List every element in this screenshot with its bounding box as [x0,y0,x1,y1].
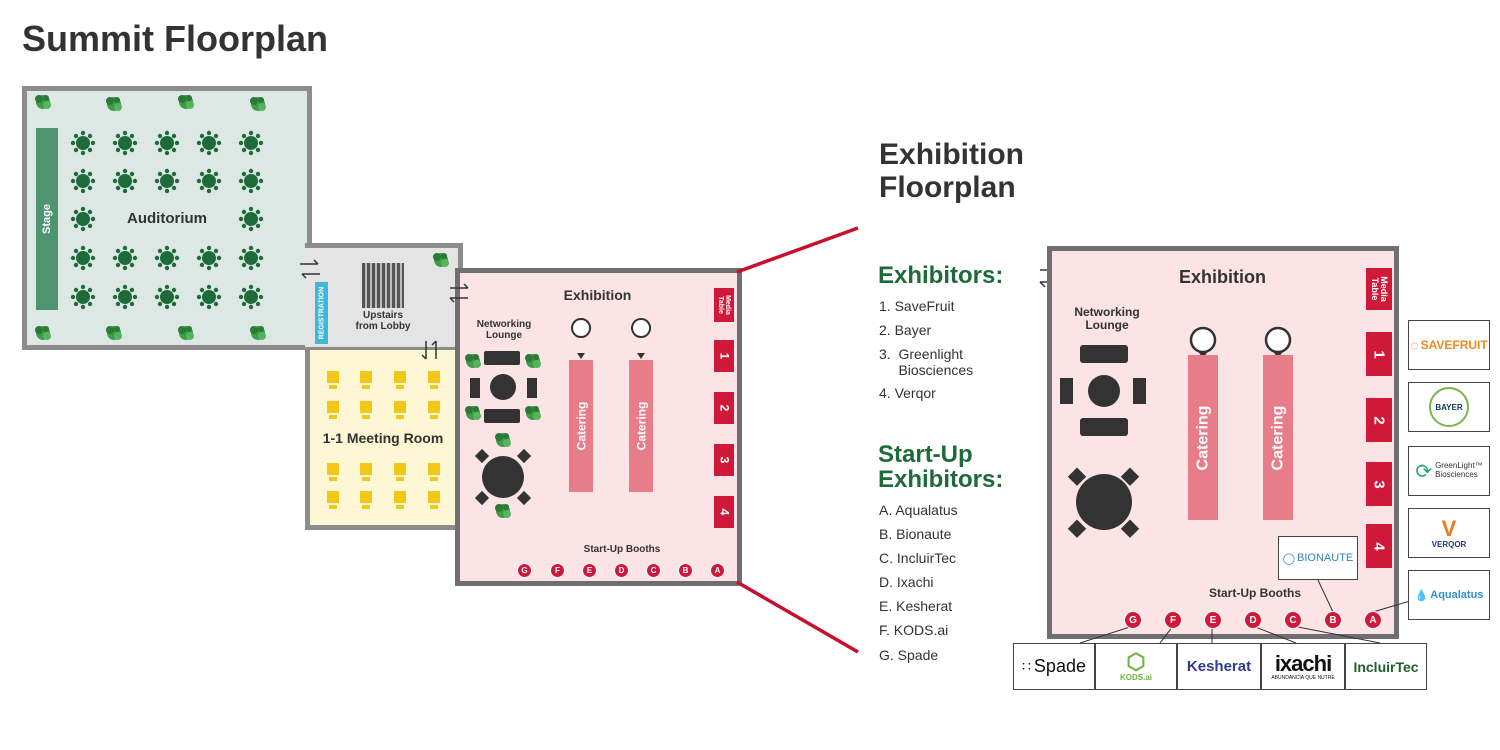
exhibitors-heading: Exhibitors: [878,262,1004,289]
media-table-label: Media Table [1369,276,1389,302]
spade-dots-icon: ∷ [1022,658,1031,674]
verqor-logo-text: VERQOR [1431,539,1467,549]
kods-logo-text: KODS.ai [1119,673,1152,682]
startup-item: F. KODS.ai [879,622,949,638]
startup-booth-a-small: A [710,563,725,578]
bayer-logo-text: BAYER [1435,402,1463,412]
stage: Stage [36,128,58,310]
verqor-v-icon: V [1441,515,1457,541]
networking-label-small: Networking Lounge [476,319,532,341]
startup-booth-a: A [1364,611,1382,629]
greenlight-logo-text: GreenLight™ Biosciences [1435,461,1483,479]
booth-1-detail: 1 [1366,332,1392,376]
meeting-room-label: 1-1 Meeting Room [322,430,444,446]
catering-pins-small [571,318,652,359]
startup-booth-g-small: G [517,563,532,578]
logo-kesherat: Kesherat [1177,643,1261,690]
startup-booth-c: C [1284,611,1302,629]
bionaute-logo-text: BIONAUTE [1297,552,1354,564]
ixachi-logo-text: ixachi [1274,650,1332,676]
catering-small-1: Catering [569,360,593,492]
startup-item: B. Bionaute [879,526,952,542]
startup-label-detail: Start-Up Booths [1209,586,1301,600]
catering-detail-2: Catering [1263,355,1293,520]
exhibition-label-detail: Exhibition [1179,267,1266,287]
startup-item: G. Spade [879,647,939,663]
startup-booth-b: B [1324,611,1342,629]
logo-bionaute: ◯BIONAUTE [1278,536,1358,580]
startup-booth-b-small: B [678,563,693,578]
startup-booth-e: E [1204,611,1222,629]
aqualatus-logo-text: Aqualatus [1430,589,1484,601]
startup-booth-d-small: D [614,563,629,578]
startup-item: E. Kesherat [879,598,953,614]
detail-title: Exhibition Floorplan [879,138,1024,204]
startup-label-small: Start-Up Booths [583,544,661,555]
zoom-lines [736,226,859,654]
booth-2-detail: 2 [1366,398,1392,442]
catering-detail-1: Catering [1188,355,1218,520]
startup-booth-d: D [1244,611,1262,629]
booth-4-small: 4 [714,496,734,528]
exhibitor-item: 2. Bayer [879,322,932,338]
media-table-small: Media Table [714,288,734,322]
spade-logo-text: Spade [1033,656,1086,676]
booth-number: 4 [1370,541,1388,551]
exhibition-label-small: Exhibition [563,287,632,303]
logo-kods: ⬡KODS.ai [1095,643,1177,690]
catering-pins-detail [1189,326,1292,359]
lounge-furniture-small [470,351,537,506]
booth-3-detail: 3 [1366,462,1392,506]
aqualatus-drop-icon: 💧 [1414,589,1429,602]
stairs [362,263,404,308]
logo-incluirtec: IncluirTec [1345,643,1427,690]
startup-item: A. Aqualatus [879,502,958,518]
startup-booth-f-small: F [550,563,565,578]
exhibitor-item: 4. Verqor [879,385,936,401]
booth-3-small: 3 [714,444,734,476]
page-title: Summit Floorplan [22,18,328,59]
greenlight-icon: ⟳ [1415,460,1433,483]
exhibition-room-small [455,268,742,586]
startup-booth-g: G [1124,611,1142,629]
startup-booth-c-small: C [646,563,661,578]
bionaute-icon: ◯ [1282,552,1296,565]
startup-booth-e-small: E [582,563,597,578]
networking-label-detail: Networking Lounge [1074,305,1140,332]
logo-spade: ∷Spade [1013,643,1095,690]
exhibitor-item: 1. SaveFruit [879,298,955,314]
startup-item: C. IncluirTec [879,550,957,566]
booth-2-small: 2 [714,392,734,424]
catering-small-2: Catering [629,360,653,492]
media-table-detail: Media Table [1366,268,1392,310]
auditorium-label: Auditorium [127,210,207,227]
logo-aqualatus: 💧Aqualatus [1408,570,1490,620]
lounge-furniture-detail [1060,345,1146,538]
catering-label: Catering [1194,405,1211,470]
exhibitor-item: 3. Greenlight Biosciences [879,346,974,378]
logo-ixachi: ixachi ABUNDANCIA QUE NUTRE [1261,643,1345,690]
booth-1-small: 1 [714,340,734,372]
startup-item: D. Ixachi [879,574,934,590]
kods-cube-icon: ⬡ [1126,649,1146,674]
booth-4-detail: 4 [1366,524,1392,568]
booth-number: 3 [1370,479,1388,489]
logo-greenlight: ⟳GreenLight™ Biosciences [1408,446,1490,496]
startup-booth-f: F [1164,611,1182,629]
startups-heading: Start-Up Exhibitors: [878,441,1004,494]
booth-number: 1 [1370,349,1388,359]
savefruit-logo-text: SAVEFRUIT [1420,338,1488,352]
catering-label: Catering [1269,405,1286,470]
bayer-cross-icon: BAYER [1429,387,1469,427]
logo-bayer: BAYER [1408,382,1490,432]
booth-number: 2 [1370,415,1388,425]
upstairs-label: Upstairs from Lobby [355,310,411,332]
logo-savefruit: ◌SAVEFRUIT [1408,320,1490,370]
savefruit-icon: ◌ [1410,337,1419,353]
ixachi-tagline: ABUNDANCIA QUE NUTRE [1271,674,1335,681]
registration-desk: REGISTRATION [315,282,328,344]
